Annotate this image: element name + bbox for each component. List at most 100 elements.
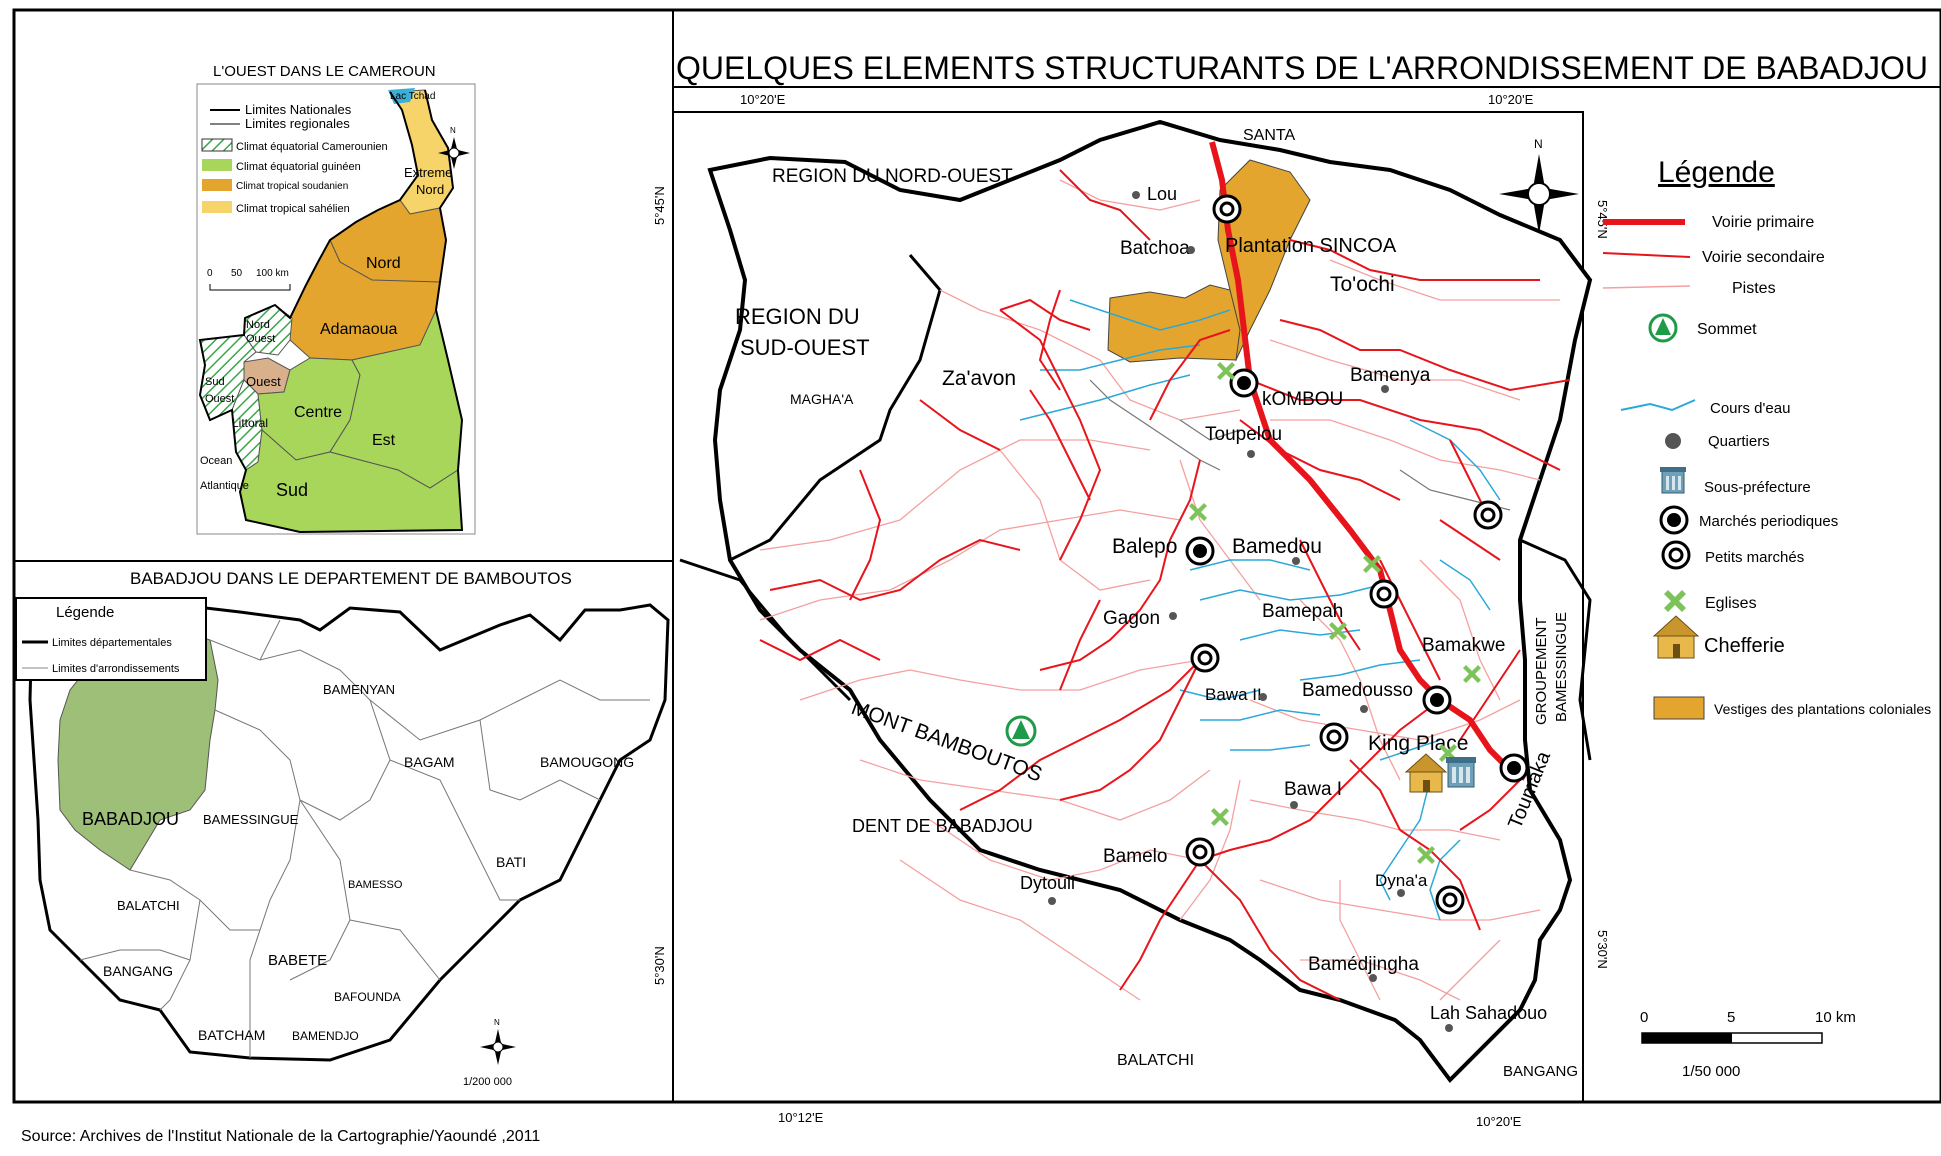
label-tochi: To'ochi	[1330, 273, 1395, 296]
scale-bar: 0 5 10 km 1/50 000	[1640, 1009, 1856, 1080]
marches-periodiques	[1185, 368, 1529, 783]
small-market-icon	[1473, 500, 1503, 530]
dept-batcham: BATCHAM	[198, 1027, 265, 1043]
legend-sous-prefecture: Sous-préfecture	[1704, 479, 1811, 496]
label-bangang: BANGANG	[1503, 1063, 1578, 1080]
svg-text:5: 5	[1727, 1009, 1735, 1026]
legend-climat-soudanien: Climat tropical soudanien	[236, 181, 348, 192]
inset-cameroon-scale: 0 50 100 km	[207, 268, 291, 291]
church-icon	[1189, 503, 1207, 521]
legend-climat-guineen: Climat équatorial guinéen	[236, 161, 361, 173]
label-bawa1: Bawa I	[1284, 779, 1342, 800]
sous-prefecture-icon	[1446, 757, 1476, 788]
arrondissement-boundaries	[79, 619, 650, 1058]
legend-chefferie: Chefferie	[1704, 635, 1785, 657]
coord-right-top: 5°45'N	[1595, 200, 1610, 239]
coord-bottom-left: 10°12'E	[778, 1110, 824, 1125]
svg-text:1/50 000: 1/50 000	[1682, 1063, 1740, 1080]
label-zaavon: Za'avon	[942, 367, 1016, 390]
dept-babete: BABETE	[268, 952, 327, 969]
legend-title: Légende	[1658, 156, 1775, 189]
quartiers	[1048, 191, 1453, 1032]
sous-prefecture-icon	[1660, 467, 1686, 494]
river-icon	[1620, 399, 1696, 412]
coord-right-bottom: 5°30'N	[1595, 930, 1610, 969]
coord-bottom-right: 10°20'E	[1476, 1114, 1522, 1129]
label-batchoa: Batchoa	[1120, 238, 1190, 259]
secondary-roads	[759, 169, 1571, 1001]
church-icon	[1329, 622, 1347, 640]
label-centre: Centre	[294, 404, 342, 421]
label-est: Est	[372, 432, 396, 449]
coord-left-bottom: 5°30'N	[652, 946, 667, 985]
label-king-place: King Place	[1368, 732, 1468, 755]
dept-bafounda: BAFOUNDA	[334, 990, 401, 1004]
primary-road	[1209, 141, 1527, 781]
svg-text:N: N	[1534, 137, 1543, 151]
church-icon	[1664, 590, 1686, 612]
label-santa: SANTA	[1243, 127, 1295, 144]
inset-cameroon: L'OUEST DANS LE CAMEROUN Lac Tchad Extre…	[196, 63, 476, 535]
legend-climat-sahelien: Climat tropical sahélien	[236, 203, 350, 215]
dept-legend-box	[15, 597, 207, 681]
svg-text:N: N	[494, 1018, 500, 1027]
main-title: QUELQUES ELEMENTS STRUCTURANTS DE L'ARRO…	[676, 50, 1928, 86]
coord-left-top: 5°45'N	[652, 186, 667, 225]
market-icon	[1499, 753, 1529, 783]
small-market-icon	[1190, 643, 1220, 673]
label-groupement-2: BAMESSINGUE	[1553, 612, 1570, 722]
legend-quartiers: Quartiers	[1708, 433, 1770, 450]
church-icon	[1217, 362, 1235, 380]
arrondissement-boundary	[707, 119, 1593, 1084]
label-lah-sahadouo: Lah Sahadouo	[1430, 1003, 1547, 1023]
label-region-sud-ouest-1: REGION DU	[735, 304, 860, 329]
dept-bamougong: BAMOUGONG	[540, 754, 634, 770]
main-map: MONT BAMBOUTOS SANTA REGION DU NORD-OUES…	[672, 111, 1593, 1103]
label-bamedousso: Bamedousso	[1302, 680, 1413, 701]
dept-bamessingue: BAMESSINGUE	[203, 812, 299, 827]
legend-sommet: Sommet	[1697, 321, 1757, 338]
main-map-frame	[672, 111, 1584, 1103]
chefferie-icon	[1404, 753, 1448, 793]
tracks	[759, 179, 1560, 1001]
label-kombou: kOMBOU	[1262, 389, 1343, 410]
main-legend: Légende Voirie primaire Voirie secondair…	[1602, 156, 1931, 1080]
small-market-icon	[1435, 885, 1465, 915]
context-borders	[679, 254, 1592, 761]
label-extreme-nord-2: Nord	[416, 182, 444, 197]
north-arrow-icon: N	[480, 1018, 516, 1065]
svg-text:50: 50	[231, 268, 243, 279]
church-icon	[1417, 846, 1435, 864]
label-bawa2: Bawa II	[1205, 685, 1262, 704]
label-ouest: Ouest	[246, 374, 281, 389]
label-nord-ouest-1: Nord	[246, 319, 270, 331]
label-lou: Lou	[1147, 184, 1177, 204]
label-balepo: Balepo	[1112, 535, 1177, 558]
svg-text:100 km: 100 km	[256, 268, 289, 279]
label-sud-ouest-2: Ouest	[205, 393, 234, 405]
dept-balatchi: BALATCHI	[117, 898, 180, 913]
inset-cameroon-frame	[196, 83, 476, 535]
plantation-west	[1107, 284, 1241, 363]
label-bamakwe: Bamakwe	[1422, 635, 1505, 656]
dept-legend-title: Légende	[56, 604, 114, 621]
rivers	[1019, 299, 1501, 921]
small-market-icon	[1185, 837, 1215, 867]
dept-bangang: BANGANG	[103, 963, 173, 979]
dept-bagam: BAGAM	[404, 754, 455, 770]
svg-text:0: 0	[207, 268, 213, 279]
label-region-sud-ouest-2: SUD-OUEST	[740, 335, 870, 360]
church-icon	[1211, 808, 1229, 826]
dept-bamesso: BAMESSO	[348, 879, 403, 891]
label-gagon: Gagon	[1103, 608, 1160, 629]
chefferie-icon	[1652, 615, 1700, 659]
small-market-icon	[1319, 722, 1349, 752]
label-bamepah: Bamepah	[1262, 601, 1343, 622]
label-groupement-1: GROUPEMENT	[1533, 617, 1550, 725]
eglises	[1189, 362, 1481, 864]
label-sud-ouest-1: Sud	[205, 376, 225, 388]
small-market-icon	[1369, 579, 1399, 609]
dept-bamendjo: BAMENDJO	[292, 1029, 359, 1043]
label-sud: Sud	[276, 480, 308, 500]
